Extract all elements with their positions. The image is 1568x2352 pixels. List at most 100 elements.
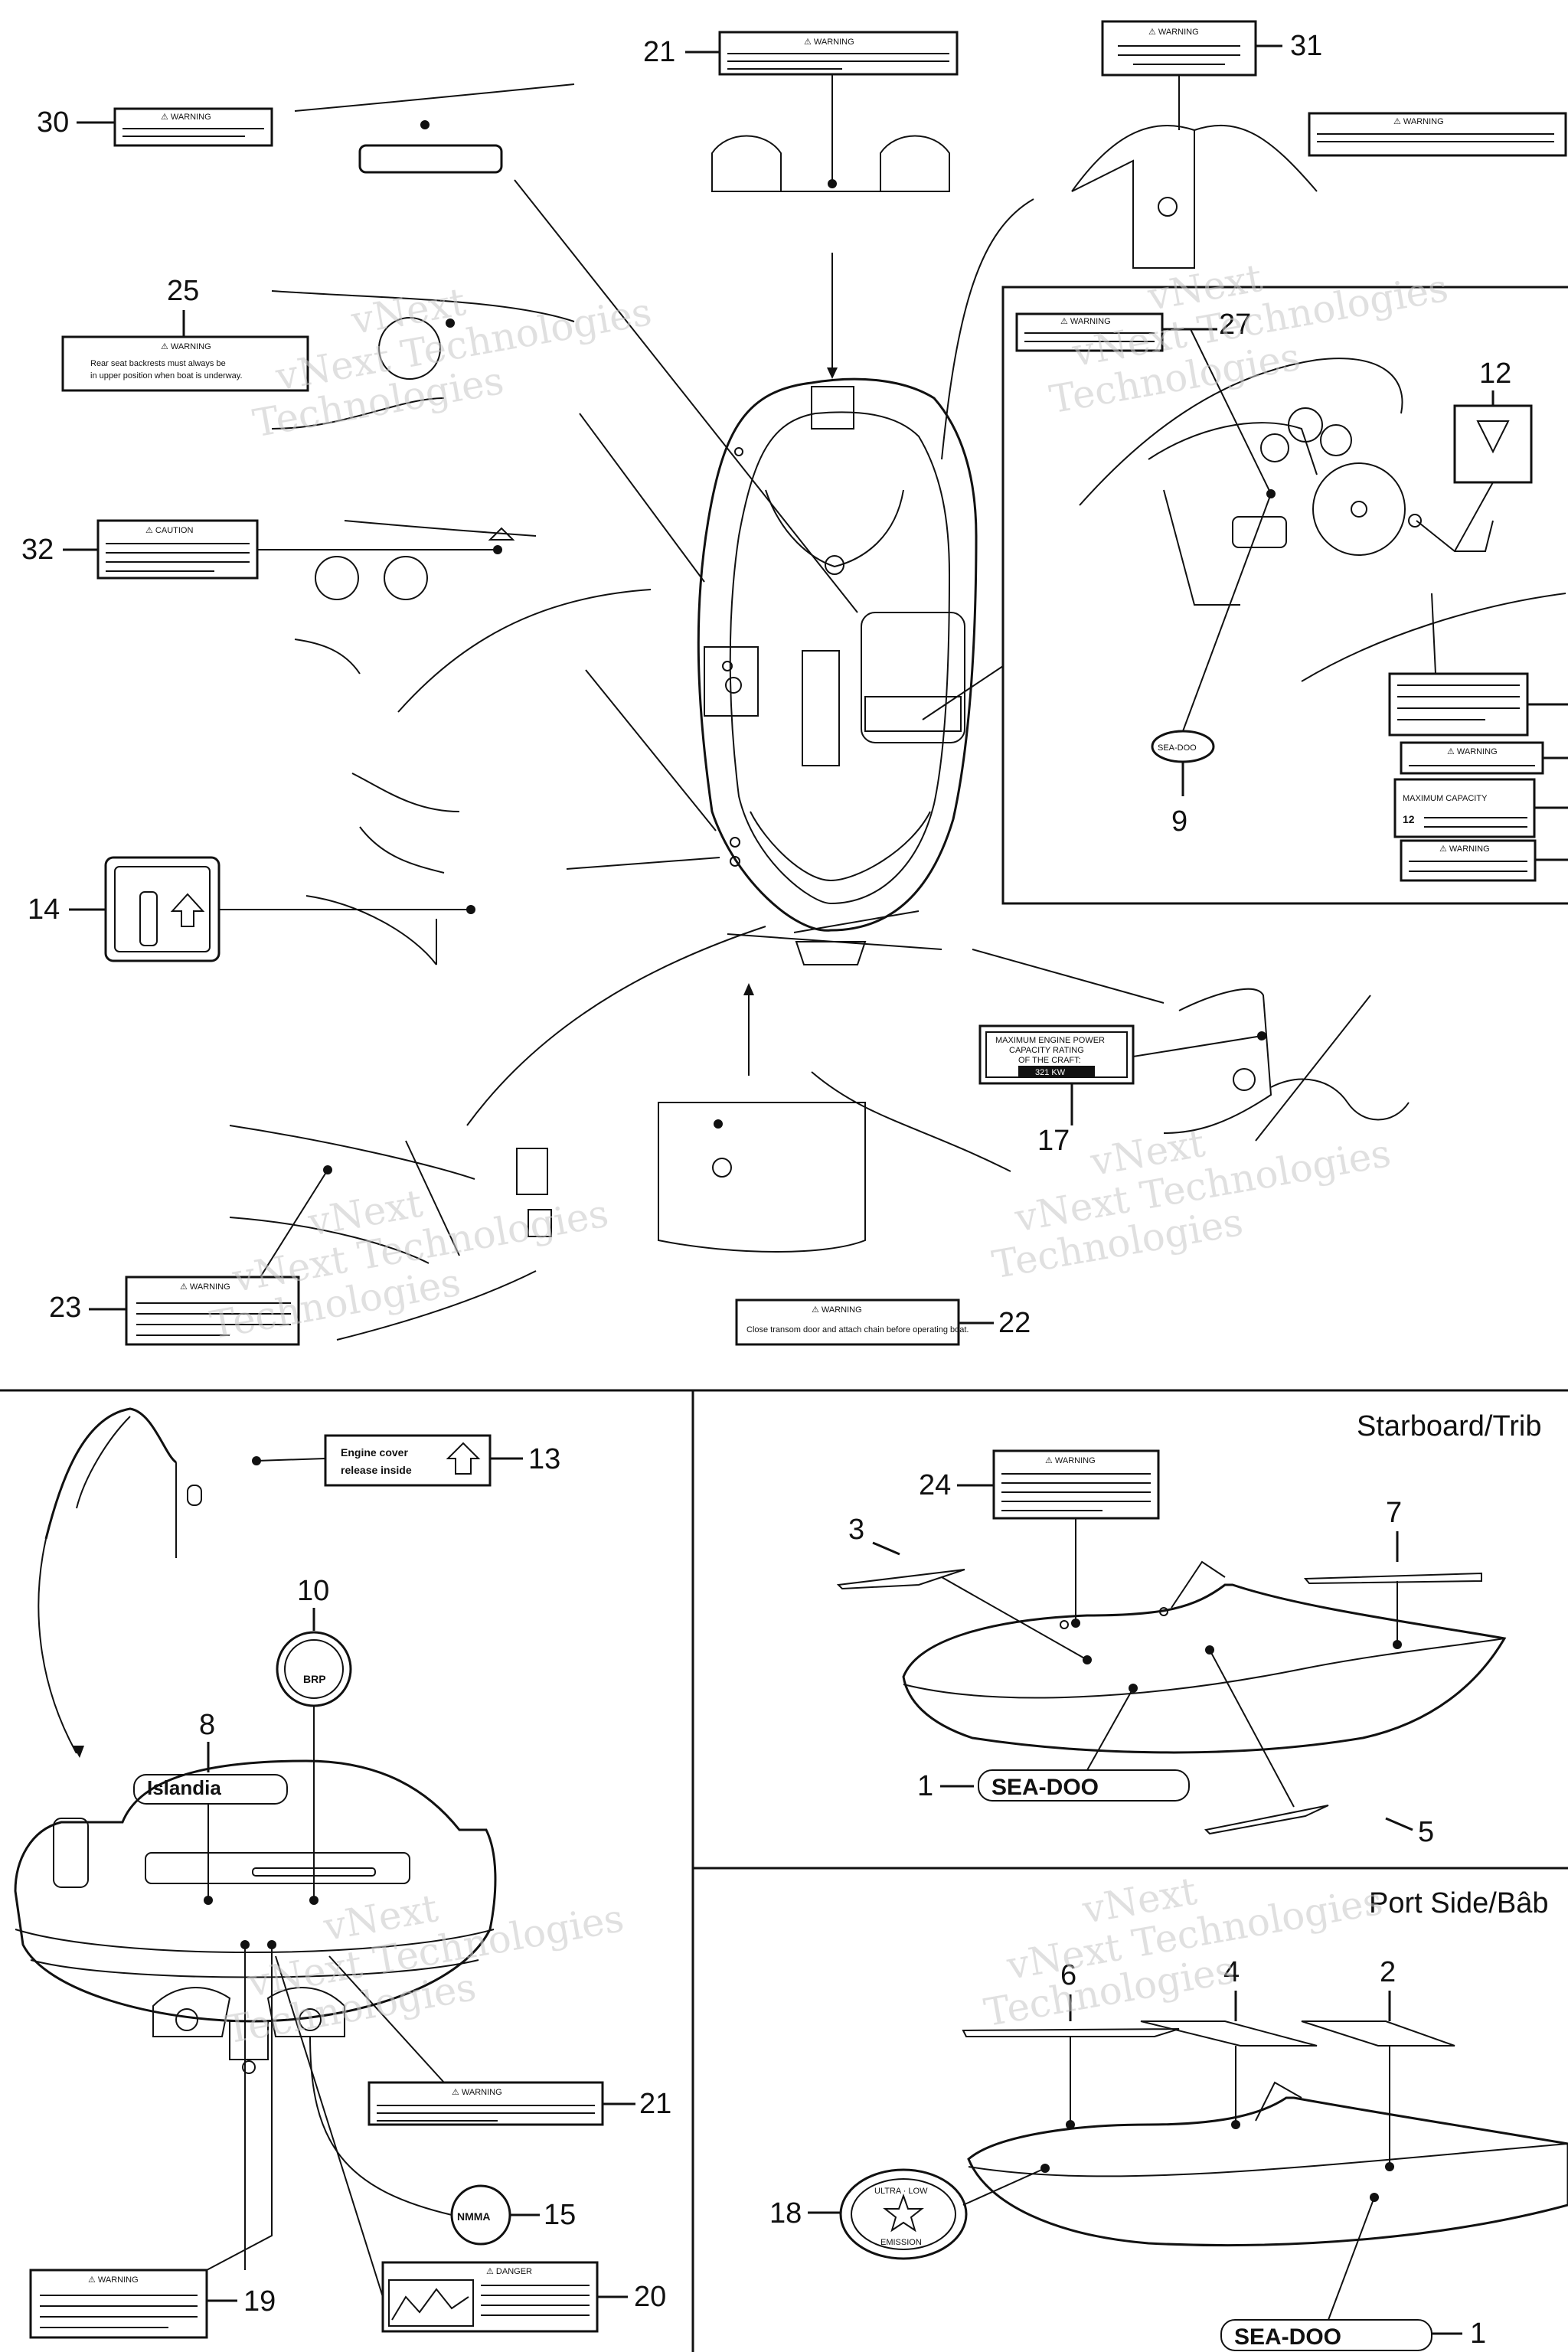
decal-20-heading: ⚠ DANGER — [486, 2267, 532, 2276]
decal-13-line2: release inside — [341, 1464, 412, 1476]
callout-number-19: 19 — [243, 2285, 276, 2318]
seadoo-logo-port — [1220, 2319, 1432, 2351]
stern-sketch — [294, 83, 858, 613]
callout-31: ⚠ WARNING 31 ⚠ WARNING — [941, 20, 1567, 460]
decal-21-top-heading: ⚠ WARNING — [804, 38, 854, 47]
callout-30: 30 ⚠ WARNING — [37, 106, 273, 147]
starboard-hull — [902, 1583, 1507, 1754]
callout-number-9: 9 — [1171, 805, 1187, 838]
callout-25: 25 ⚠ WARNING Rear seat backrests must al… — [61, 275, 705, 583]
max-capacity-heading: MAXIMUM CAPACITY — [1403, 794, 1488, 803]
callout-21-top: 21 ⚠ WARNING — [643, 31, 959, 379]
callout-14: 14 — [28, 773, 720, 965]
callout-number-10: 10 — [297, 1575, 329, 1607]
callout-number-6: 6 — [1060, 1959, 1076, 1991]
warning-decal-25 — [61, 335, 309, 392]
decal-19-heading: ⚠ WARNING — [88, 2275, 139, 2285]
callout-number-27: 27 — [1219, 309, 1251, 341]
callout-number-17: 17 — [1037, 1125, 1070, 1157]
starboard-panel: Starboard/Trib 24 ⚠ WARNING 3 7 1 SEA-DO… — [836, 1410, 1541, 1848]
islandia-decal-text: Islandia — [147, 1776, 221, 1799]
callout-number-25: 25 — [167, 275, 199, 307]
decal-27-heading: ⚠ WARNING — [1060, 317, 1111, 326]
decal-30-heading: ⚠ WARNING — [161, 113, 211, 122]
callout-number-12: 12 — [1479, 358, 1511, 390]
decal-25-heading: ⚠ WARNING — [161, 342, 211, 351]
watermarks: vNext vNext Technologies Technologies vN… — [207, 256, 1452, 2053]
callout-19: ⚠ WARNING 19 — [29, 1940, 276, 2339]
callout-number-18: 18 — [769, 2197, 802, 2230]
decal-13-line1: Engine cover — [341, 1446, 408, 1459]
warning-decal-23 — [125, 1276, 300, 1346]
callout-13: Engine cover release inside 13 — [38, 1407, 560, 1758]
callout-number-23: 23 — [49, 1292, 81, 1324]
callout-number-4: 4 — [1223, 1956, 1240, 1988]
decal-17-line2: CAPACITY RATING — [1009, 1046, 1084, 1055]
callout-17: MAXIMUM ENGINE POWER CAPACITY RATING OF … — [972, 949, 1410, 1157]
emission-badge-bottom: EMISSION — [880, 2238, 922, 2247]
callout-number-1-port: 1 — [1470, 2318, 1486, 2350]
callout-number-1-starboard: 1 — [917, 1770, 933, 1802]
port-view-title: Port Side/Bâb — [1369, 1887, 1548, 1919]
callout-number-31: 31 — [1290, 30, 1322, 62]
callout-21-bottom: ⚠ WARNING 21 — [328, 1955, 671, 2126]
callout-number-3: 3 — [848, 1514, 864, 1546]
callout-number-22: 22 — [998, 1307, 1031, 1339]
islandia-stripe-decal-7 — [1303, 1572, 1482, 1585]
callout-number-2: 2 — [1380, 1956, 1396, 1988]
warning-decal-24 — [992, 1449, 1160, 1520]
callout-number-32: 32 — [21, 534, 54, 566]
detail-2-heading: ⚠ WARNING — [1447, 747, 1498, 756]
decal-21-bottom-heading: ⚠ WARNING — [452, 2088, 502, 2097]
arrow-up-icon — [170, 893, 205, 927]
panel-dividers — [0, 1389, 1568, 2352]
callout-number-14: 14 — [28, 893, 60, 926]
callout-number-13: 13 — [528, 1443, 560, 1475]
callout-number-7: 7 — [1386, 1497, 1402, 1529]
islandia-stripe-decal-6 — [962, 2028, 1180, 2037]
brp-badge-10 — [276, 1631, 352, 1707]
arrow-down-icon — [1476, 420, 1510, 454]
callout-23: 23 ⚠ WARNING — [49, 926, 766, 1346]
decal-31-heading: ⚠ WARNING — [1148, 28, 1199, 37]
decal-top-right-heading: ⚠ WARNING — [1393, 117, 1444, 126]
arrow-up-icon — [446, 1442, 481, 1475]
fire-extinguisher-icon — [139, 891, 158, 946]
callout-20: ⚠ DANGER 20 — [275, 1955, 666, 2333]
callout-10: 10 BRP — [276, 1575, 352, 1905]
seadoo-logo-starboard — [978, 1769, 1190, 1802]
nmma-badge-text: NMMA — [457, 2210, 491, 2223]
decal-17-line3: OF THE CRAFT: — [1018, 1056, 1081, 1065]
port-hull — [967, 2096, 1568, 2247]
starboard-view-title: Starboard/Trib — [1357, 1410, 1541, 1442]
brp-badge-text: BRP — [303, 1673, 326, 1685]
decal-25-line1: Rear seat backrests must always be — [90, 359, 226, 368]
emission-badge-top: ULTRA · LOW — [874, 2187, 928, 2196]
seadoo-logo-port-text: SEA-DOO — [1234, 2324, 1341, 2350]
badge-9-text: SEA-DOO — [1158, 743, 1197, 753]
decal-23-heading: ⚠ WARNING — [180, 1282, 230, 1292]
detail-3-heading: ⚠ WARNING — [1439, 844, 1490, 854]
throttle-decal-12 — [1453, 404, 1533, 484]
port-panel: Port Side/Bâb 6 4 2 18 ULTRA · LOW EMISS… — [769, 1887, 1568, 2351]
decal-22-heading: ⚠ WARNING — [812, 1305, 862, 1315]
star-icon — [883, 2193, 924, 2233]
decal-32-heading: ⚠ CAUTION — [145, 526, 193, 535]
decal-17-value: 321 KW — [1035, 1068, 1066, 1077]
warning-decal-detail-2 — [1400, 741, 1544, 775]
callout-number-5: 5 — [1418, 1816, 1434, 1848]
callout-number-21-bottom: 21 — [639, 2088, 671, 2120]
islandia-decal-8 — [133, 1774, 288, 1805]
engine-cover-decal-13 — [324, 1434, 492, 1487]
callout-15: NMMA 15 — [309, 2036, 576, 2246]
stripe-decal-5 — [1204, 1805, 1329, 1835]
helm-detail-box: ⚠ WARNING 27 12 SEA-DOO 9 — [922, 286, 1568, 905]
warning-decal-19 — [29, 2269, 208, 2339]
decal-25-line2: in upper position when boat is underway. — [90, 371, 243, 381]
callout-number-15: 15 — [544, 2199, 576, 2231]
caution-decal-32 — [96, 519, 259, 580]
stripe-decal-3 — [836, 1569, 965, 1590]
max-capacity-decal — [1393, 778, 1536, 838]
warning-decal-30 — [113, 107, 273, 147]
callout-number-30: 30 — [37, 106, 69, 139]
